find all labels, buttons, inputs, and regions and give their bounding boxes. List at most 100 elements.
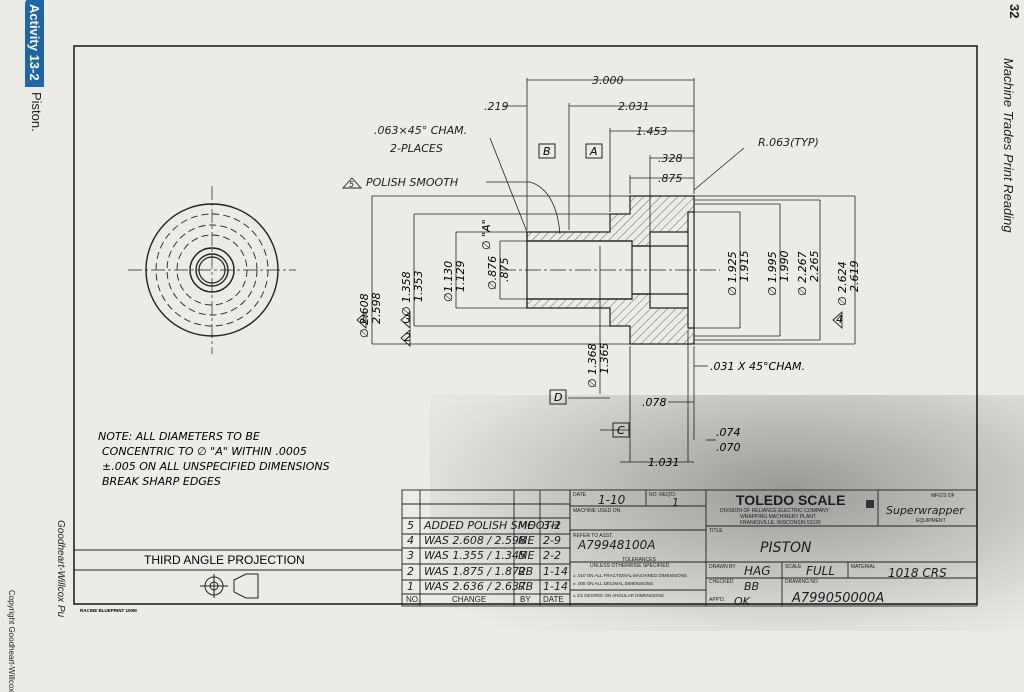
dim-1365: 1.365 <box>598 343 611 375</box>
rev-header-change: CHANGE <box>452 595 486 604</box>
datum-c-label: C <box>617 424 625 437</box>
datum-d-label: D <box>554 391 562 404</box>
dim-1915: 1.915 <box>738 251 751 283</box>
tb-dwgno-label: DRAWING NO <box>785 579 818 585</box>
dim-1129: 1.129 <box>454 261 467 293</box>
rev3-change: WAS 1.355 / 1.345 <box>424 549 526 562</box>
dim-1368: ∅ 1.368 <box>586 343 599 388</box>
datum-c <box>612 422 630 438</box>
rev1-date: 1-14 <box>543 580 568 593</box>
rev3-no: 3 <box>407 549 414 562</box>
datum-b-label: B <box>543 145 551 158</box>
dim-a: ∅ "A" <box>480 219 493 250</box>
rev2-no: 2 <box>407 565 414 578</box>
tb-title-label: TITLE <box>709 528 723 534</box>
chamfer-note: .063×45° CHAM. <box>374 124 467 137</box>
datum-d <box>549 389 567 405</box>
rev2-date: 1-14 <box>543 565 568 578</box>
dim-1031: 1.031 <box>648 456 680 469</box>
dim-876: ∅.876 <box>486 256 499 290</box>
dim-070: .070 <box>716 441 741 454</box>
tb-tol2: ± .010 ON ALL FRACTIONAL MACHINED DIMENS… <box>573 573 687 578</box>
rev1-change: WAS 2.636 / 2.637 <box>424 580 526 593</box>
datum-a-label: A <box>589 145 598 158</box>
dim-2598: 2.598 <box>370 293 383 325</box>
footer-label: RACINE BLUEPRINT 100M <box>80 608 137 613</box>
datum-a <box>585 143 603 159</box>
rev5-by: ME <box>518 519 534 532</box>
chamfer-places: 2-PLACES <box>390 142 443 155</box>
projection-block <box>74 549 402 599</box>
tb-tol1: UNLESS OTHERWISE SPECIFIED <box>590 563 670 569</box>
tb-date: 1-10 <box>598 493 626 507</box>
dim-1353: 1.353 <box>412 271 425 303</box>
dim-2267: ∅ 2.267 <box>796 251 809 296</box>
polish-flag: 5 <box>349 180 354 189</box>
tb-material-label: MATERIAL <box>851 564 876 570</box>
tb-checked-label: CHECKED <box>709 579 734 585</box>
note-line-2: CONCENTRIC TO ∅ "A" WITHIN .0005 <box>102 445 307 458</box>
note-line-4: BREAK SHARP EDGES <box>102 475 221 488</box>
tb-mfg-label: MFG'S OF <box>931 493 955 499</box>
rev5-date: 3-2 <box>543 519 561 532</box>
piston-section <box>526 195 695 345</box>
drawing-border <box>73 45 978 605</box>
dim-875: .875 <box>658 172 683 185</box>
tb-drawn-label: DRAWN BY <box>709 564 736 570</box>
rev5-no: 5 <box>407 519 414 532</box>
rev5-change: ADDED POLISH SMOOTH <box>423 519 560 532</box>
workbook-page <box>73 45 978 605</box>
polish-note: POLISH SMOOTH <box>366 176 458 189</box>
rev1-no: 1 <box>407 580 414 593</box>
dim-2608: ∅ 2.608 <box>358 293 371 338</box>
tb-company-sub1: DIVISION OF RELIANCE ELECTRIC COMPANY <box>720 508 830 514</box>
top-dimension-lines <box>486 78 745 244</box>
rev4-date: 2-9 <box>543 534 561 547</box>
dim-875b: .875 <box>498 258 511 283</box>
dim-2624: ∅ 2.624 <box>836 261 849 306</box>
tb-title: PISTON <box>760 540 812 556</box>
dim-1925: ∅ 1.925 <box>726 251 739 296</box>
dim-1995: ∅ 1.995 <box>766 251 779 296</box>
dim-328: .328 <box>658 152 683 165</box>
dim-2031: 2.031 <box>618 100 650 113</box>
tb-tol4: ± 1/2 DEGREE ON ANGULAR DIMENSIONS <box>573 593 664 598</box>
tb-dwgno: A799050000A <box>791 591 884 606</box>
tb-scale-label: SCALE <box>785 564 802 570</box>
flag-1: 1 <box>360 313 367 326</box>
rev-header-no: NO. <box>406 595 420 604</box>
tb-company-sub2: WRAPPING MACHINERY PLANT <box>740 514 816 520</box>
dim-1130: ∅1.130 <box>442 261 455 302</box>
dim-1990: 1.990 <box>778 251 791 283</box>
tb-tol3: ± .005 ON ALL DECIMAL DIMENSIONS <box>573 581 653 586</box>
tb-material: 1018 CRS <box>888 566 947 580</box>
rev4-change: WAS 2.608 / 2.598 <box>424 534 526 547</box>
note-line-3: ±.005 ON ALL UNSPECIFIED DIMENSIONS <box>102 460 330 473</box>
tb-drawn: HAG <box>744 564 771 578</box>
tb-req: 1 <box>672 496 679 509</box>
revision-table <box>401 489 571 607</box>
rev3-by: ME <box>518 549 534 562</box>
tb-tol-label: TOLERANCES <box>622 557 656 563</box>
dim-219: .219 <box>484 100 509 113</box>
dim-078: .078 <box>642 396 667 409</box>
rev2-change: WAS 1.875 / 1.872 <box>424 565 526 578</box>
rev2-by: RB <box>518 565 533 578</box>
bottom-dimension-lines <box>568 330 716 463</box>
dim-1358: ∅ 1.358 <box>400 271 413 316</box>
tb-scale: FULL <box>806 564 835 578</box>
flag-3: 3 <box>404 313 411 326</box>
projection-label: THIRD ANGLE PROJECTION <box>144 553 305 567</box>
dim-074: .074 <box>716 426 741 439</box>
datum-b <box>538 143 556 159</box>
rev4-by: ME <box>518 534 534 547</box>
company-logo <box>866 500 874 508</box>
tb-company: TOLEDO SCALE <box>736 492 845 508</box>
dim-2265: 2.265 <box>808 251 821 283</box>
revision-flags <box>356 310 843 348</box>
chamfer-031: .031 X 45°CHAM. <box>710 360 805 373</box>
tb-req-label: NO. REQ'D. <box>649 492 676 498</box>
tb-machine-label: MACHINE USED ON. <box>573 508 622 514</box>
dim-2619: 2.619 <box>848 261 861 293</box>
left-dimension-lines <box>371 195 856 394</box>
